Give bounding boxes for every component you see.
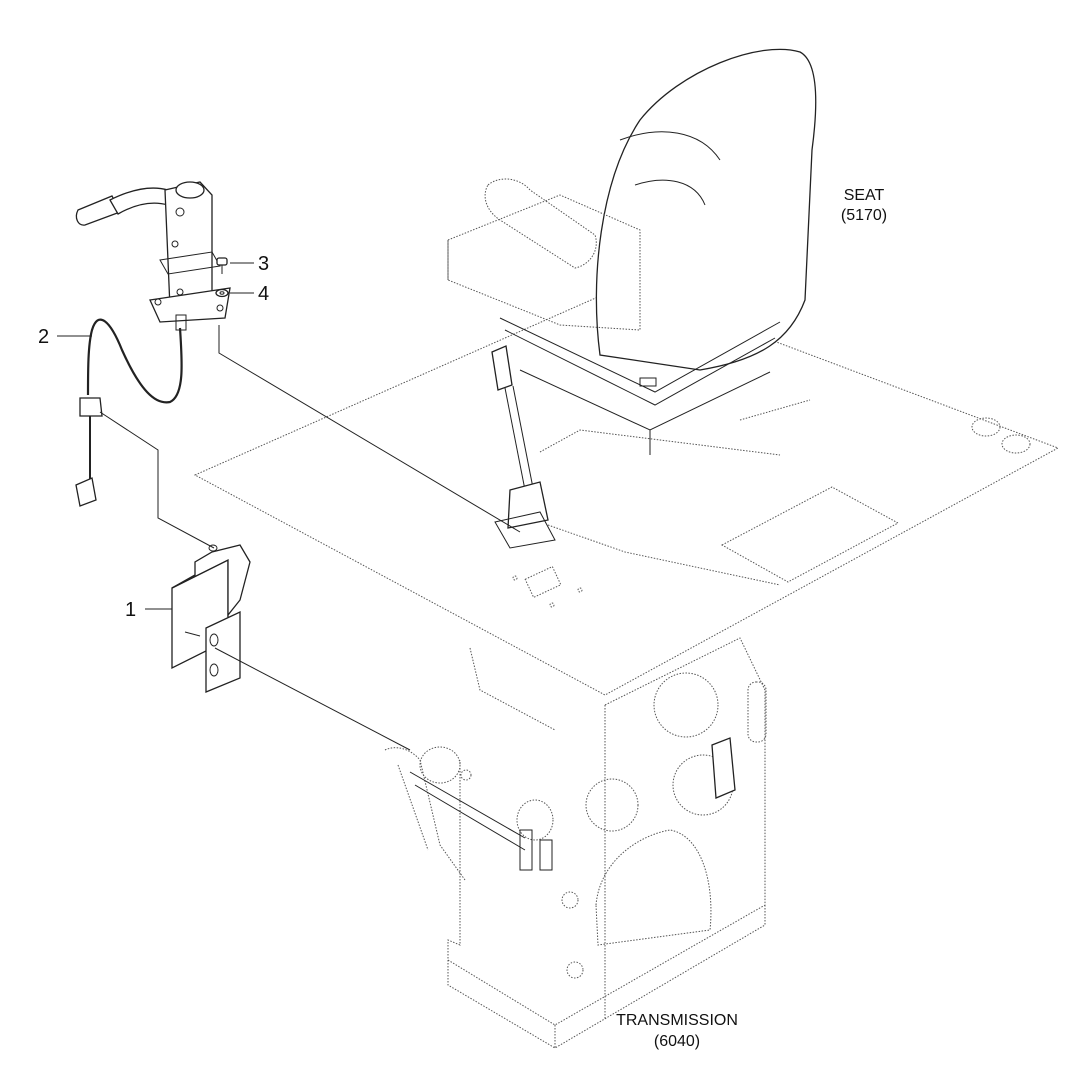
seat-label: SEAT — [844, 187, 885, 204]
part-2-cable — [75, 318, 183, 507]
control-lever-assembly — [75, 181, 231, 331]
part-3-bolt — [216, 257, 228, 274]
callout-2: 2 — [38, 326, 49, 348]
part-1-bracket — [171, 544, 251, 693]
leader-lines — [57, 262, 521, 751]
callout-1: 1 — [125, 599, 136, 621]
floor-shift-lever — [491, 345, 583, 608]
callout-4: 4 — [258, 283, 269, 305]
seat-code: (5170) — [841, 207, 887, 224]
transmission-code: (6040) — [654, 1033, 700, 1050]
seat-assembly — [447, 48, 817, 455]
part-4-washer — [215, 288, 229, 298]
transmission-housing — [384, 637, 767, 1049]
callout-3: 3 — [258, 253, 269, 275]
floor-plate — [193, 284, 1060, 696]
transmission-label: TRANSMISSION — [616, 1012, 738, 1029]
